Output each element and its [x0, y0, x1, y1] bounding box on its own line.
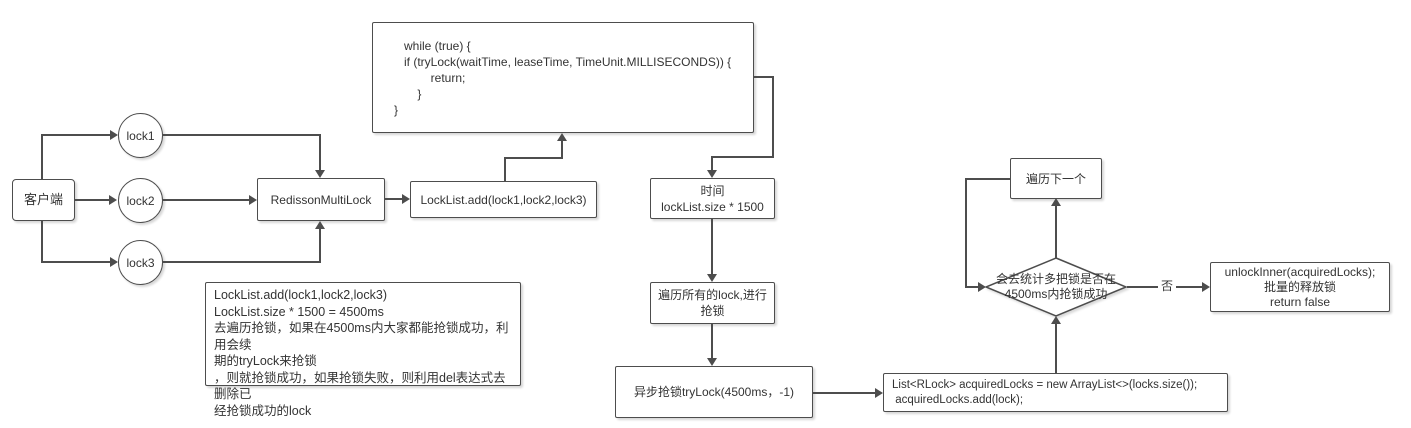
node-redisson-multilock-label: RedissonMultiLock: [270, 192, 372, 207]
connector-acquired-decision-arrowhead: [1051, 316, 1061, 324]
node-iterate-next-label: 遍历下一个: [1025, 171, 1086, 186]
note-line-5: ，则就抢锁成功，如果抢锁失败，则利用del表达式去删除已: [214, 370, 506, 402]
note-line-4: 期的tryLock来抢锁: [214, 354, 317, 368]
connector-code-time-hline1: [754, 76, 774, 78]
node-unlock-inner-line-2: 批量的释放锁: [1263, 279, 1336, 294]
node-client: 客户端: [12, 179, 75, 221]
connector-code-time-arrowhead: [707, 170, 717, 178]
node-lock2-label: lock2: [126, 193, 155, 208]
code-line-3: return;: [394, 70, 466, 85]
connector-code-time-vline1: [772, 76, 774, 158]
node-lock1: lock1: [118, 113, 163, 158]
connector-decision-unlock-arrowhead: [1202, 282, 1210, 292]
connector-async-acquired-hline: [813, 392, 875, 394]
connector-next-decision-hline2: [965, 286, 978, 288]
node-locklist-add-label: LockList.add(lock1,lock2,lock3): [420, 192, 587, 207]
connector-lock3-multilock-arrowhead: [315, 221, 325, 229]
node-acquired-locks-line-1: List<RLock> acquiredLocks = new ArrayLis…: [892, 378, 1198, 391]
connector-client-lock3-vline: [41, 220, 43, 263]
node-lock3-label: lock3: [126, 255, 155, 270]
connector-decision-next-vline: [1055, 206, 1057, 258]
node-annotation-note: LockList.add(lock1,lock2,lock3) LockList…: [205, 282, 521, 418]
note-line-2: LockList.size * 1500 = 4500ms: [214, 304, 384, 319]
node-iterate-next: 遍历下一个: [1010, 158, 1102, 199]
edge-label-no: 否: [1158, 279, 1177, 293]
connector-code-time-vline2: [711, 156, 713, 171]
connector-time-iterate-arrowhead: [707, 274, 717, 282]
connector-multilock-locklist-hline: [385, 198, 402, 200]
node-unlock-inner-line-1: unlockInner(acquiredLocks);: [1224, 264, 1376, 279]
connector-lock3-multilock-vline: [319, 229, 321, 263]
node-iterate-locks: 遍历所有的lock,进行 抢锁: [650, 282, 775, 324]
connector-locklist-code-arrowhead: [557, 133, 567, 141]
connector-lock2-multilock-hline: [162, 199, 249, 201]
connector-client-lock1-hline: [41, 134, 110, 136]
node-lock1-label: lock1: [126, 128, 155, 143]
node-time-line-1: 时间: [700, 183, 725, 198]
connector-locklist-code-vline2: [561, 141, 563, 158]
connector-acquired-decision-vline: [1055, 324, 1057, 373]
node-lock2: lock2: [118, 178, 163, 223]
code-line-2: if (tryLock(waitTime, leaseTime, TimeUni…: [394, 54, 732, 69]
node-decision-diamond: 会去统计多把锁是否在 4500ms内抢锁成功: [984, 257, 1128, 317]
node-trylock-code-box: while (true) { if (tryLock(waitTime, lea…: [372, 22, 754, 133]
node-async-trylock-label: 异步抢锁tryLock(4500ms，-1): [633, 385, 795, 399]
node-acquired-locks: List<RLock> acquiredLocks = new ArrayLis…: [883, 373, 1228, 412]
node-acquired-locks-line-2: acquiredLocks.add(lock);: [892, 393, 1024, 406]
note-line-3: 去遍历抢锁，如果在4500ms内大家都能抢锁成功，利用会续: [214, 321, 509, 352]
connector-client-lock2-arrowhead: [109, 195, 117, 205]
connector-async-acquired-arrowhead: [875, 388, 883, 398]
node-iterate-locks-line-1: 遍历所有的lock,进行: [658, 288, 767, 302]
connector-next-decision-arrowhead: [978, 282, 986, 292]
connector-lock1-multilock-hline: [162, 134, 321, 136]
code-line-5: }: [394, 102, 399, 117]
node-lock3: lock3: [118, 240, 163, 285]
connector-client-lock3-arrowhead: [110, 257, 118, 267]
node-time: 时间 lockList.size * 1500: [650, 178, 775, 219]
connector-multilock-locklist-arrowhead: [402, 194, 410, 204]
connector-code-time-hline2: [711, 156, 774, 158]
note-line-1: LockList.add(lock1,lock2,lock3): [214, 288, 387, 302]
connector-lock3-multilock-hline: [162, 261, 321, 263]
node-client-label: 客户端: [23, 192, 63, 207]
connector-client-lock1-vline: [41, 134, 43, 180]
node-decision-text: 会去统计多把锁是否在 4500ms内抢锁成功: [984, 257, 1128, 317]
connector-decision-next-arrowhead: [1051, 198, 1061, 206]
node-decision-line-2: 4500ms内抢锁成功: [1004, 287, 1108, 301]
connector-client-lock1-arrowhead: [110, 130, 118, 140]
node-unlock-inner-line-3: return false: [1269, 294, 1331, 309]
connector-iterate-async-vline: [711, 324, 713, 359]
connector-client-lock3-hline: [41, 261, 110, 263]
connector-lock2-multilock-arrowhead: [249, 195, 257, 205]
node-redisson-multilock: RedissonMultiLock: [257, 178, 385, 221]
connector-time-iterate-vline: [711, 219, 713, 275]
code-line-4: }: [394, 86, 422, 101]
node-unlock-inner: unlockInner(acquiredLocks); 批量的释放锁 retur…: [1210, 262, 1390, 312]
node-iterate-locks-line-2: 抢锁: [700, 304, 725, 318]
connector-lock1-multilock-vline: [319, 134, 321, 170]
node-async-trylock: 异步抢锁tryLock(4500ms，-1): [615, 366, 813, 418]
connector-locklist-code-hline: [504, 157, 563, 159]
connector-client-lock2-hline: [75, 199, 109, 201]
connector-locklist-code-vline1: [504, 157, 506, 182]
connector-next-decision-vline: [965, 178, 967, 288]
node-time-line-2: lockList.size * 1500: [661, 199, 764, 214]
node-decision-line-1: 会去统计多把锁是否在: [995, 272, 1116, 286]
node-locklist-add: LockList.add(lock1,lock2,lock3): [410, 181, 597, 218]
connector-iterate-async-arrowhead: [707, 358, 717, 366]
connector-lock1-multilock-arrowhead: [315, 170, 325, 178]
note-line-6: 经抢锁成功的lock: [214, 403, 312, 418]
connector-next-decision-hline1: [965, 178, 1010, 180]
code-line-1: while (true) {: [394, 38, 471, 53]
